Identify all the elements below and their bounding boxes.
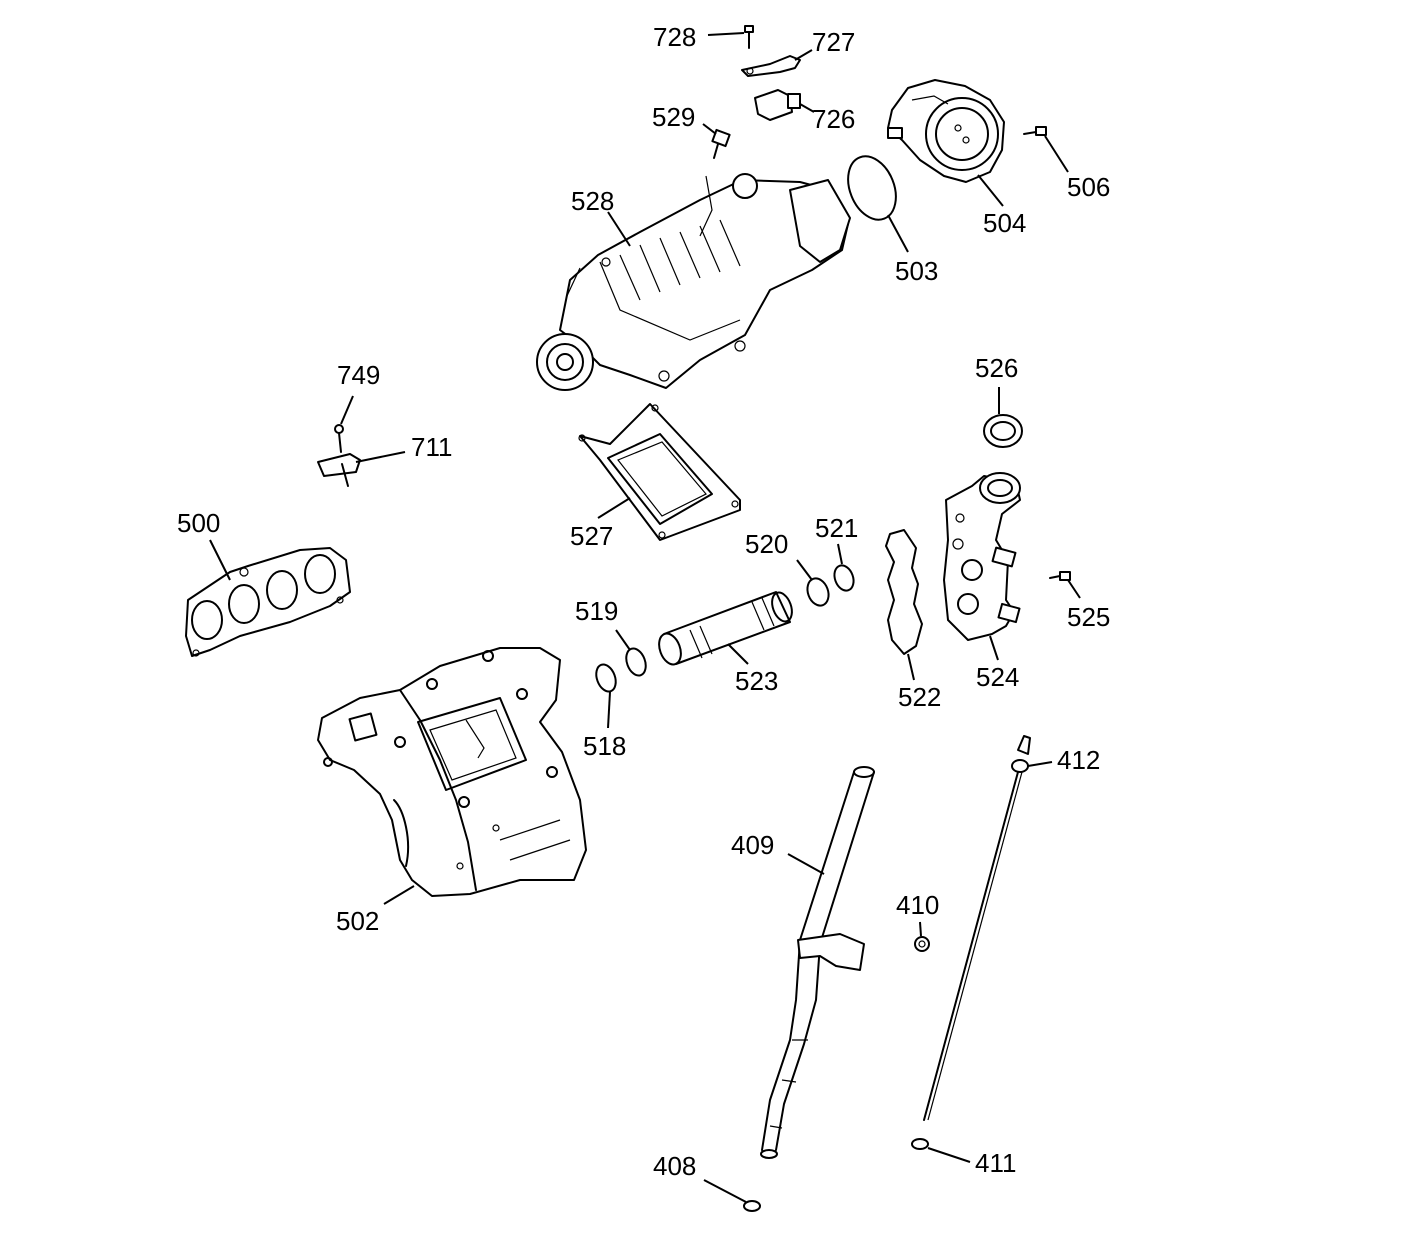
part-412-dipstick — [923, 735, 1031, 1121]
part-526-seal — [983, 414, 1023, 448]
callout-529: 529 — [652, 102, 695, 132]
callout-528: 528 — [571, 186, 614, 216]
callout-749: 749 — [337, 360, 380, 390]
callout-525: 525 — [1067, 602, 1110, 632]
callout-711: 711 — [411, 432, 452, 462]
part-528-supercharger — [536, 173, 851, 391]
leader-711 — [355, 451, 406, 463]
callout-526: 526 — [975, 353, 1018, 383]
callout-500: 500 — [177, 508, 220, 538]
leader-412 — [1027, 761, 1053, 767]
leader-726 — [799, 103, 815, 113]
leader-503 — [887, 214, 909, 253]
part-520-o-ring — [806, 577, 830, 607]
leader-528 — [607, 211, 631, 247]
leader-519 — [615, 629, 631, 651]
callout-726: 726 — [812, 104, 855, 134]
leader-522 — [907, 653, 915, 681]
leader-408 — [703, 1179, 747, 1203]
part-525-bolt — [1049, 571, 1071, 581]
part-502-intake-manifold — [317, 647, 587, 897]
part-504-throttle-body — [887, 79, 1005, 183]
part-524-housing — [943, 472, 1021, 641]
part-522-gasket — [885, 529, 923, 655]
leader-749 — [340, 395, 354, 425]
part-506-bolt — [1023, 126, 1047, 136]
callout-518: 518 — [583, 731, 626, 761]
callout-503: 503 — [895, 256, 938, 286]
callout-527: 527 — [570, 521, 613, 551]
part-728-bolt — [744, 25, 754, 49]
part-408-o-ring — [743, 1200, 761, 1212]
callout-412: 412 — [1057, 745, 1100, 775]
part-527-gasket — [578, 403, 741, 541]
callout-728: 728 — [653, 22, 696, 52]
callout-521: 521 — [815, 513, 858, 543]
callout-502: 502 — [336, 906, 379, 936]
leader-409 — [787, 853, 825, 875]
callout-411: 411 — [975, 1148, 1016, 1178]
callout-524: 524 — [976, 662, 1019, 692]
leader-728 — [707, 32, 745, 36]
leader-524 — [989, 635, 999, 661]
callout-506: 506 — [1067, 172, 1110, 202]
leader-506 — [1044, 135, 1069, 173]
part-503-o-ring — [847, 155, 897, 221]
part-726-sensor — [754, 89, 801, 121]
leader-410 — [919, 921, 922, 937]
callout-519: 519 — [575, 596, 618, 626]
part-409-dipstick-tube — [760, 766, 875, 1159]
part-500-manifold-gasket — [185, 547, 351, 657]
leader-523 — [727, 643, 749, 665]
callout-410: 410 — [896, 890, 939, 920]
part-521-o-ring — [833, 564, 855, 592]
leader-527 — [597, 497, 631, 519]
callout-522: 522 — [898, 682, 941, 712]
leader-529 — [702, 123, 717, 135]
leader-521 — [837, 543, 843, 565]
part-519-o-ring — [625, 647, 647, 677]
leader-518 — [607, 691, 611, 729]
leader-727 — [794, 49, 813, 61]
callout-520: 520 — [745, 529, 788, 559]
callout-523: 523 — [735, 666, 778, 696]
part-727-bracket — [741, 55, 801, 77]
leader-502 — [383, 885, 415, 905]
part-523-tube — [658, 591, 793, 666]
leader-504 — [977, 174, 1004, 207]
part-411-o-ring — [911, 1138, 929, 1150]
leader-500 — [209, 539, 231, 581]
part-749-screw — [334, 424, 344, 453]
part-529-bolt — [711, 128, 731, 159]
part-518-o-ring — [595, 663, 617, 693]
leader-520 — [796, 559, 813, 581]
callout-727: 727 — [812, 27, 855, 57]
part-410-bolt — [914, 936, 930, 952]
callout-409: 409 — [731, 830, 774, 860]
part-711-sensor — [317, 453, 361, 487]
callout-504: 504 — [983, 208, 1026, 238]
leader-525 — [1067, 579, 1081, 599]
leader-411 — [927, 1147, 971, 1163]
callout-408: 408 — [653, 1151, 696, 1181]
